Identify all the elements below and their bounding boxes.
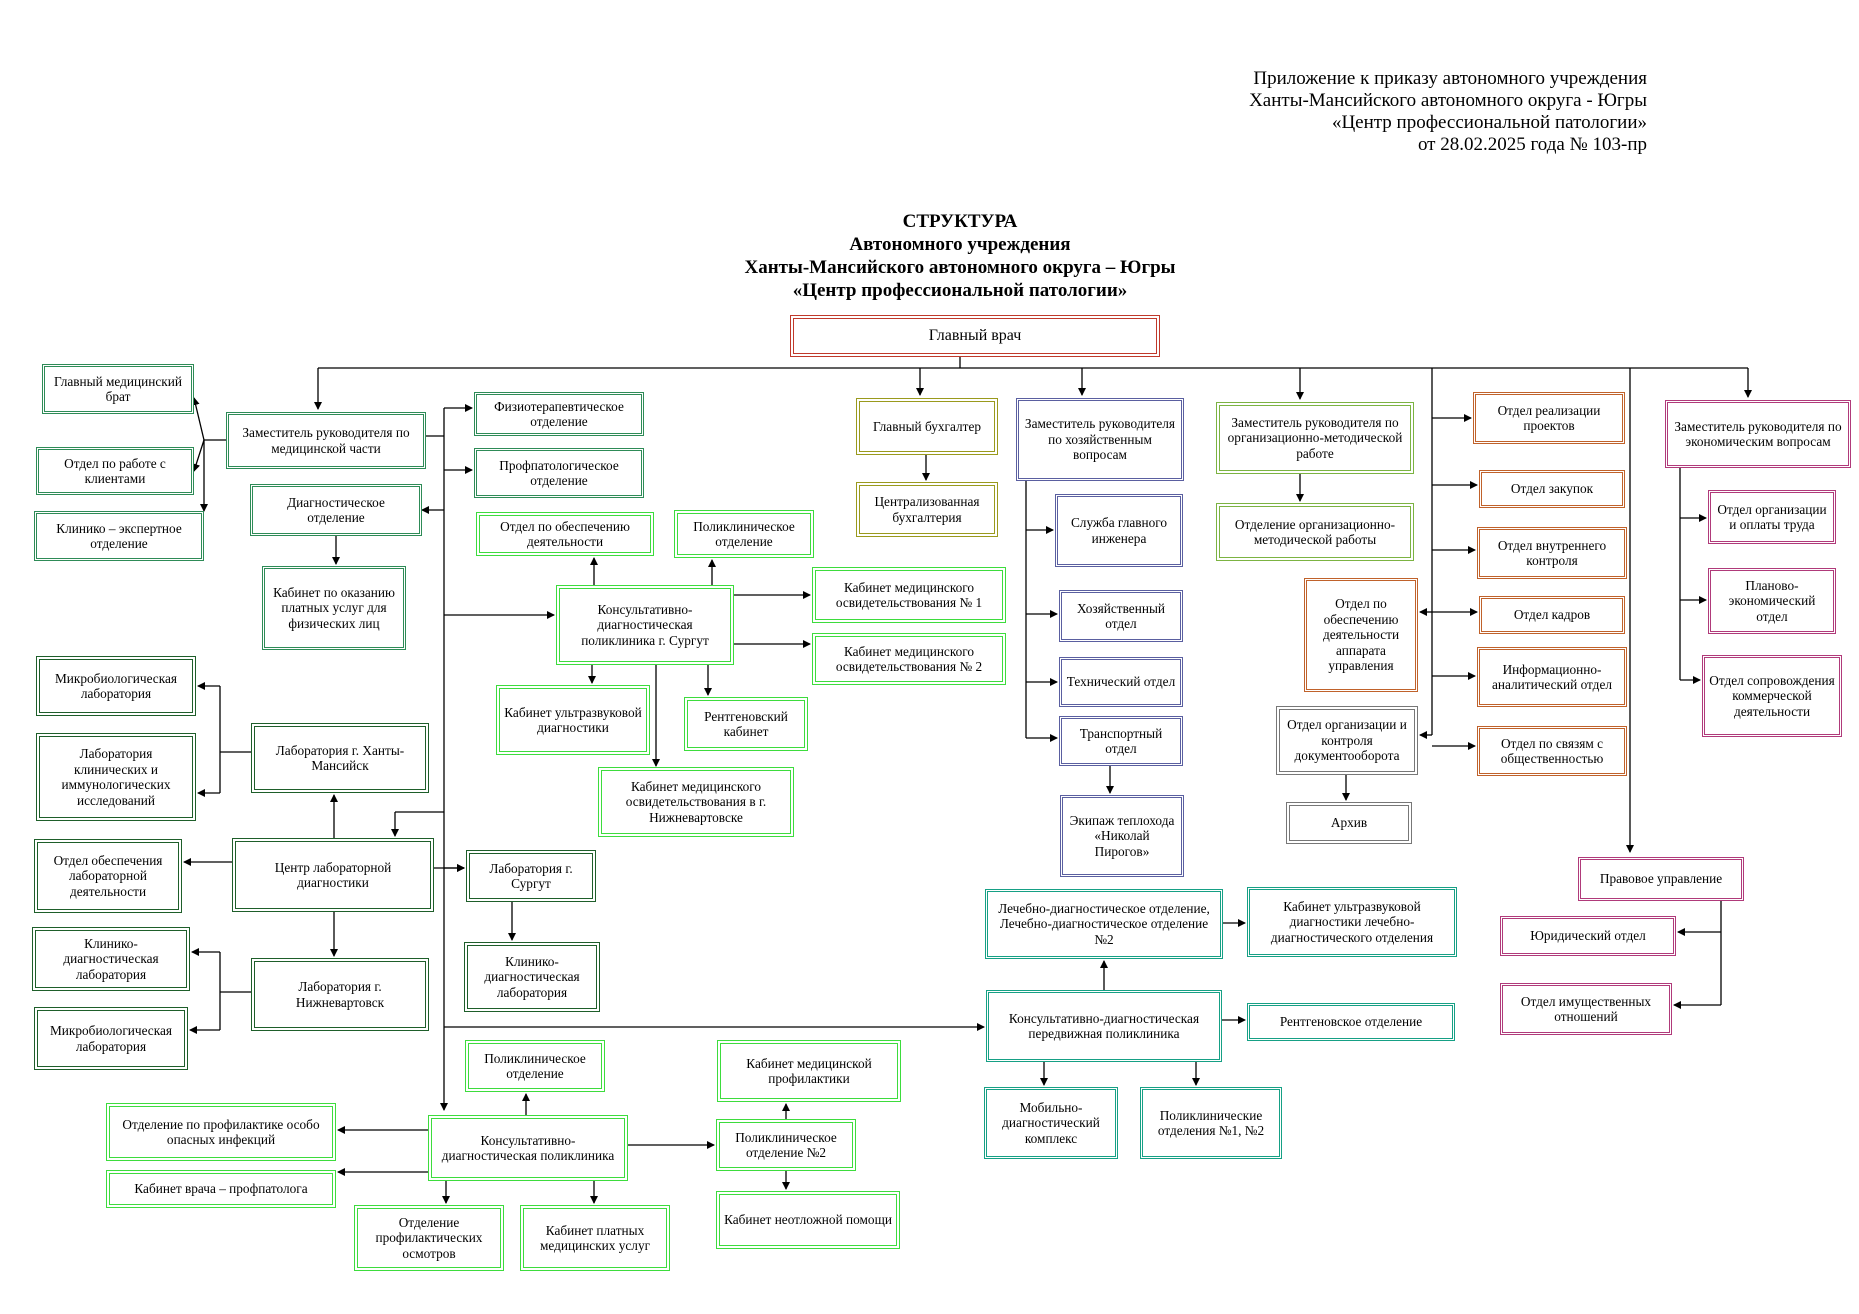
unit-admin-support: Отдел по обеспечению деятельности аппара…	[1304, 578, 1418, 692]
appendix-header: Приложение к приказу автономного учрежде…	[1249, 68, 1647, 156]
unit-lab-nv: Лаборатория г. Нижневартовск	[251, 958, 429, 1031]
header-line: Приложение к приказу автономного учрежде…	[1253, 68, 1647, 89]
unit-household: Хозяйственный отдел	[1059, 590, 1183, 642]
unit-prevent-cab: Кабинет медицинской профилактики	[717, 1040, 901, 1102]
unit-client-dept: Отдел по работе с клиентами	[36, 447, 194, 495]
unit-lab-hm: Лаборатория г. Ханты-Мансийск	[251, 723, 429, 793]
unit-hr: Отдел кадров	[1479, 596, 1625, 634]
title-line: Ханты-Мансийского автономного округа – Ю…	[744, 257, 1176, 278]
unit-poly-dept2: Поликлиническое отделение №2	[716, 1119, 856, 1171]
unit-property: Отдел имущественных отношений	[1500, 983, 1672, 1035]
unit-micro-lab1: Микробиологическая лаборатория	[36, 656, 196, 716]
unit-lab-surgut: Лаборатория г. Сургут	[466, 850, 596, 902]
unit-xray-cab: Рентгеновский кабинет	[684, 697, 808, 751]
unit-internal-ctrl: Отдел внутреннего контроля	[1477, 527, 1627, 579]
unit-expert-dept: Клинико – экспертное отделение	[34, 511, 204, 561]
connector	[192, 439, 205, 472]
unit-uzi-cab: Кабинет ультразвуковой диагностики	[496, 685, 650, 755]
unit-physio: Физиотерапевтическое отделение	[474, 392, 644, 436]
unit-uzi-treat: Кабинет ультразвуковой диагностики лечеб…	[1247, 887, 1457, 957]
unit-plan-econ: Планово-экономический отдел	[1708, 568, 1836, 634]
unit-paid-cab: Кабинет по оказанию платных услуг для фи…	[262, 566, 406, 650]
unit-treat-diag: Лечебно-диагностическое отделение, Лечеб…	[985, 889, 1223, 959]
unit-commercial: Отдел сопровождения коммерческой деятель…	[1702, 655, 1842, 737]
unit-chief-eng: Служба главного инженера	[1055, 494, 1183, 567]
unit-prof-cab: Кабинет врача – профпатолога	[106, 1170, 336, 1208]
unit-paid-services: Кабинет платных медицинских услуг	[520, 1205, 670, 1271]
unit-org-deputy: Заместитель руководителя по организацион…	[1216, 402, 1414, 474]
unit-legal-dept: Юридический отдел	[1500, 916, 1676, 956]
title-line: «Центр профессиональной патологии»	[792, 280, 1128, 301]
unit-polyclinic-dept-s: Поликлиническое отделение	[674, 510, 814, 558]
unit-mobile-complex: Мобильно-диагностический комплекс	[984, 1087, 1118, 1159]
unit-med-exam-nv: Кабинет медицинского освидетельствования…	[598, 767, 794, 837]
unit-chief: Главный врач	[790, 315, 1160, 357]
unit-ship-crew: Экипаж теплохода «Николай Пирогов»	[1060, 795, 1184, 877]
header-line: «Центр профессиональной патологии»	[1331, 112, 1647, 133]
unit-transport: Транспортный отдел	[1059, 716, 1183, 766]
unit-kdp-surgut: Консультативно-диагностическая поликлини…	[556, 585, 734, 665]
header-line: от 28.02.2025 года № 103-пр	[1417, 134, 1647, 155]
unit-eco-deputy: Заместитель руководителя по хозяйственны…	[1016, 398, 1184, 481]
unit-clin-lab1: Лаборатория клинических и иммунологическ…	[36, 733, 196, 821]
unit-head-nurse: Главный медицинский брат	[42, 364, 194, 414]
unit-info-analytic: Информационно-аналитический отдел	[1477, 647, 1627, 707]
unit-med-deputy: Заместитель руководителя по медицинской …	[226, 412, 426, 469]
unit-projects: Отдел реализации проектов	[1473, 392, 1625, 444]
unit-docflow: Отдел организации и контроля документооб…	[1276, 706, 1418, 775]
unit-lab-center: Центр лабораторной диагностики	[232, 838, 434, 912]
unit-xray-dept: Рентгеновское отделение	[1247, 1003, 1455, 1041]
unit-org-dept: Отделение организационно-методической ра…	[1216, 503, 1414, 561]
unit-emergency: Кабинет неотложной помощи	[716, 1191, 900, 1249]
connector	[191, 397, 205, 441]
unit-technical: Технический отдел	[1059, 657, 1183, 707]
unit-central-acc: Централизованная бухгалтерия	[856, 482, 998, 537]
unit-poly-dept-b: Поликлиническое отделение	[465, 1040, 605, 1092]
unit-support-dept: Отдел по обеспечению деятельности	[476, 512, 654, 556]
unit-purchases: Отдел закупок	[1479, 470, 1625, 508]
unit-econ-deputy: Заместитель руководителя по экономически…	[1665, 400, 1851, 468]
unit-micro-lab2: Микробиологическая лаборатория	[34, 1007, 188, 1070]
header-line: Ханты-Мансийского автономного округа - Ю…	[1249, 90, 1647, 111]
unit-kdp: Консультативно-диагностическая поликлини…	[428, 1115, 628, 1181]
title-line: СТРУКТУРА	[902, 211, 1018, 232]
unit-poly-depts: Поликлинические отделения №1, №2	[1140, 1087, 1282, 1159]
unit-infect-prev: Отделение по профилактике особо опасных …	[106, 1103, 336, 1161]
unit-pr: Отдел по связям с общественностью	[1477, 726, 1627, 776]
unit-med-exam2: Кабинет медицинского освидетельствования…	[812, 633, 1006, 685]
unit-legal: Правовое управление	[1578, 857, 1744, 901]
unit-archive: Архив	[1286, 802, 1412, 844]
unit-clin-lab-s: Клинико-диагностическая лаборатория	[464, 942, 600, 1012]
unit-clin-lab2: Клинико-диагностическая лаборатория	[32, 927, 190, 991]
unit-mobile-poly: Консультативно-диагностическая передвижн…	[986, 990, 1222, 1062]
unit-chief-acc: Главный бухгалтер	[856, 398, 998, 455]
unit-prev-exams: Отделение профилактических осмотров	[354, 1205, 504, 1271]
unit-profpath: Профпатологическое отделение	[474, 448, 644, 498]
title-line: Автономного учреждения	[849, 234, 1071, 255]
unit-lab-support: Отдел обеспечения лабораторной деятельно…	[34, 839, 182, 913]
unit-diag-dept: Диагностическое отделение	[250, 484, 422, 536]
unit-med-exam1: Кабинет медицинского освидетельствования…	[812, 567, 1006, 623]
unit-labor-dept: Отдел организации и оплаты труда	[1708, 490, 1836, 544]
document-title: СТРУКТУРА Автономного учреждения Ханты-М…	[660, 210, 1260, 302]
